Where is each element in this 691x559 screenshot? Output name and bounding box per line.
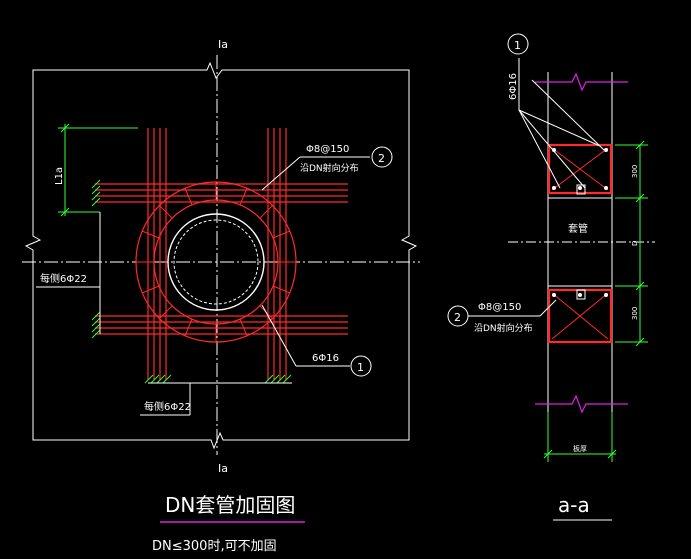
section-callout-2-leader [539, 299, 557, 317]
section-break-top [535, 72, 628, 92]
section-break-bottom [535, 394, 628, 414]
callout-2-spec: Φ8@150 [306, 144, 349, 155]
horizontal-rebar-bottom [95, 315, 348, 335]
dimension-width-label: 板厚 [573, 444, 587, 453]
callout-2-leader [261, 156, 301, 191]
plan-subtitle: DN≤300时,可不加固 [152, 539, 277, 554]
side-rebar-label: 每侧6Φ22 [40, 272, 87, 285]
callout-2-number: 2 [378, 152, 385, 165]
upper-cage-diagonal-b [551, 147, 609, 191]
callout-2-note: 沿DN射向分布 [300, 162, 359, 174]
section-callout-1-circle [507, 33, 529, 55]
lower-cage-spacer [576, 289, 586, 300]
section-width-dimension [543, 412, 617, 462]
sleeve-pipe-outer [167, 213, 265, 311]
section-callout-2-number: 2 [454, 311, 461, 324]
plan-slab-outline [24, 61, 418, 450]
section-mark-top: Ia [218, 38, 228, 51]
bottom-rebar-label: 每侧6Φ22 [144, 400, 191, 413]
callout-1-leader [261, 304, 297, 367]
rebar-end-ticks [91, 179, 292, 384]
dimension-middle-label: D [631, 241, 639, 246]
sleeve-pipe-inner [173, 219, 259, 305]
upper-cage-bars [552, 148, 608, 190]
section-callout-2-spec: Φ8@150 [478, 302, 521, 313]
upper-rebar-cage [547, 143, 613, 195]
horizontal-rebar-top [95, 183, 348, 203]
section-mark-bottom: Ia [218, 462, 228, 475]
plan-title: DN套管加固图 [165, 493, 295, 517]
dimension-lower-label: 300 [631, 307, 639, 320]
callout-1-spec: 6Φ16 [312, 353, 339, 364]
section-callout-2-note: 沿DN射向分布 [474, 322, 533, 334]
section-callout-1-spec: 6Φ16 [508, 73, 519, 100]
plan-view: Ia Ia [22, 38, 420, 554]
lower-cage-bars [552, 293, 608, 297]
section-callout-1-number: 1 [514, 39, 521, 52]
upper-cage-spacer [576, 184, 586, 195]
anchorage-dimension: L1a [54, 123, 138, 217]
vertical-rebar-left [147, 128, 167, 380]
callout-2-circle [371, 146, 393, 168]
sleeve-label: 套管 [568, 222, 588, 235]
dimension-upper-label: 300 [631, 165, 639, 178]
callout-1-circle [350, 355, 372, 377]
section-title: a-a [558, 493, 590, 517]
callout-1-number: 1 [357, 361, 364, 374]
lower-cage-diagonal-b [551, 292, 609, 340]
section-view: 套管 1 6Φ16 2 [447, 33, 655, 521]
section-callout-1-leaders [518, 58, 605, 189]
section-dimension-chain [615, 140, 648, 347]
anchorage-length-label: L1a [54, 167, 65, 185]
